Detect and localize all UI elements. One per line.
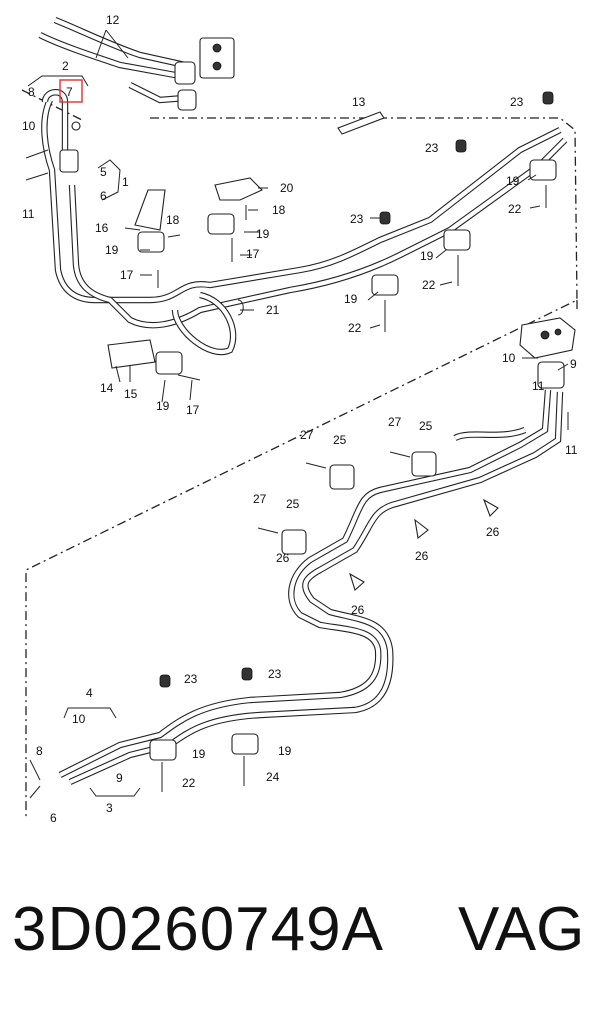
callout-2: 2: [62, 59, 69, 73]
expansion-valve-block: [174, 37, 235, 111]
callout-19: 19: [278, 744, 292, 758]
callout-4: 4: [86, 686, 93, 700]
callout-12: 12: [106, 13, 120, 27]
callout-6: 6: [100, 189, 107, 203]
callout-16: 16: [95, 221, 109, 235]
callout-26: 26: [276, 551, 290, 565]
callout-22: 22: [422, 278, 436, 292]
callout-26: 26: [486, 525, 500, 539]
callout-9: 9: [116, 771, 123, 785]
clamps-and-bolts: [25, 91, 569, 792]
callout-27: 27: [388, 415, 402, 429]
callout-10: 10: [502, 351, 516, 365]
callout-27: 27: [253, 492, 267, 506]
callout-6: 6: [50, 811, 57, 825]
callout-11: 11: [22, 207, 35, 221]
callout-3: 3: [106, 801, 113, 815]
callout-27: 27: [300, 428, 314, 442]
callout-23: 23: [268, 667, 282, 681]
callout-19: 19: [105, 243, 119, 257]
brand-label: VAG: [458, 895, 585, 964]
callout-8: 8: [28, 85, 35, 99]
highlight-box: [59, 79, 83, 103]
callout-19: 19: [192, 747, 206, 761]
callout-19: 19: [506, 174, 520, 188]
callout-10: 10: [22, 119, 36, 133]
callout-23: 23: [510, 95, 524, 109]
callout-18: 18: [272, 203, 286, 217]
callout-5: 5: [100, 165, 107, 179]
upper-tube-bundle: [38, 17, 568, 356]
assembly-boundary: [21, 89, 578, 820]
callout-19: 19: [256, 227, 270, 241]
callout-19: 19: [344, 292, 358, 306]
callout-17: 17: [246, 247, 260, 261]
lower-tube-bundle: [58, 389, 564, 785]
callout-labels: 12 2 8 7 13 23 10 5 1 6 11 23 19 22 20 1…: [22, 13, 578, 825]
callout-1: 1: [122, 175, 129, 189]
lower-valve-block: [519, 317, 576, 389]
callout-26: 26: [415, 549, 429, 563]
callout-20: 20: [280, 181, 294, 195]
callout-9: 9: [570, 357, 577, 371]
callout-25: 25: [419, 419, 433, 433]
callout-22: 22: [508, 202, 522, 216]
callout-10: 10: [72, 712, 86, 726]
callout-22: 22: [182, 776, 196, 790]
part-number: 3D0260749A: [12, 895, 384, 964]
ac-refrigerant-lines-diagram: 12 2 8 7 13 23 10 5 1 6 11 23 19 22 20 1…: [21, 13, 578, 825]
callout-23: 23: [184, 672, 198, 686]
callout-18: 18: [166, 213, 180, 227]
callout-19: 19: [156, 399, 170, 413]
callout-17: 17: [120, 268, 134, 282]
callout-25: 25: [333, 433, 347, 447]
callout-8: 8: [36, 744, 43, 758]
callout-17: 17: [186, 403, 200, 417]
callout-11: 11: [532, 379, 545, 393]
callout-7: 7: [66, 85, 73, 99]
callout-11: 11: [565, 443, 578, 457]
callout-25: 25: [286, 497, 300, 511]
callout-22: 22: [348, 321, 362, 335]
callout-14: 14: [100, 381, 114, 395]
callout-15: 15: [124, 387, 138, 401]
callout-23: 23: [350, 212, 364, 226]
callout-24: 24: [266, 770, 280, 784]
callout-23: 23: [425, 141, 439, 155]
callout-26: 26: [351, 603, 365, 617]
callout-13: 13: [352, 95, 366, 109]
leader-lines: [27, 29, 569, 799]
footer: 3D0260749A VAG: [0, 880, 600, 980]
callout-21: 21: [266, 303, 280, 317]
callout-19: 19: [420, 249, 434, 263]
